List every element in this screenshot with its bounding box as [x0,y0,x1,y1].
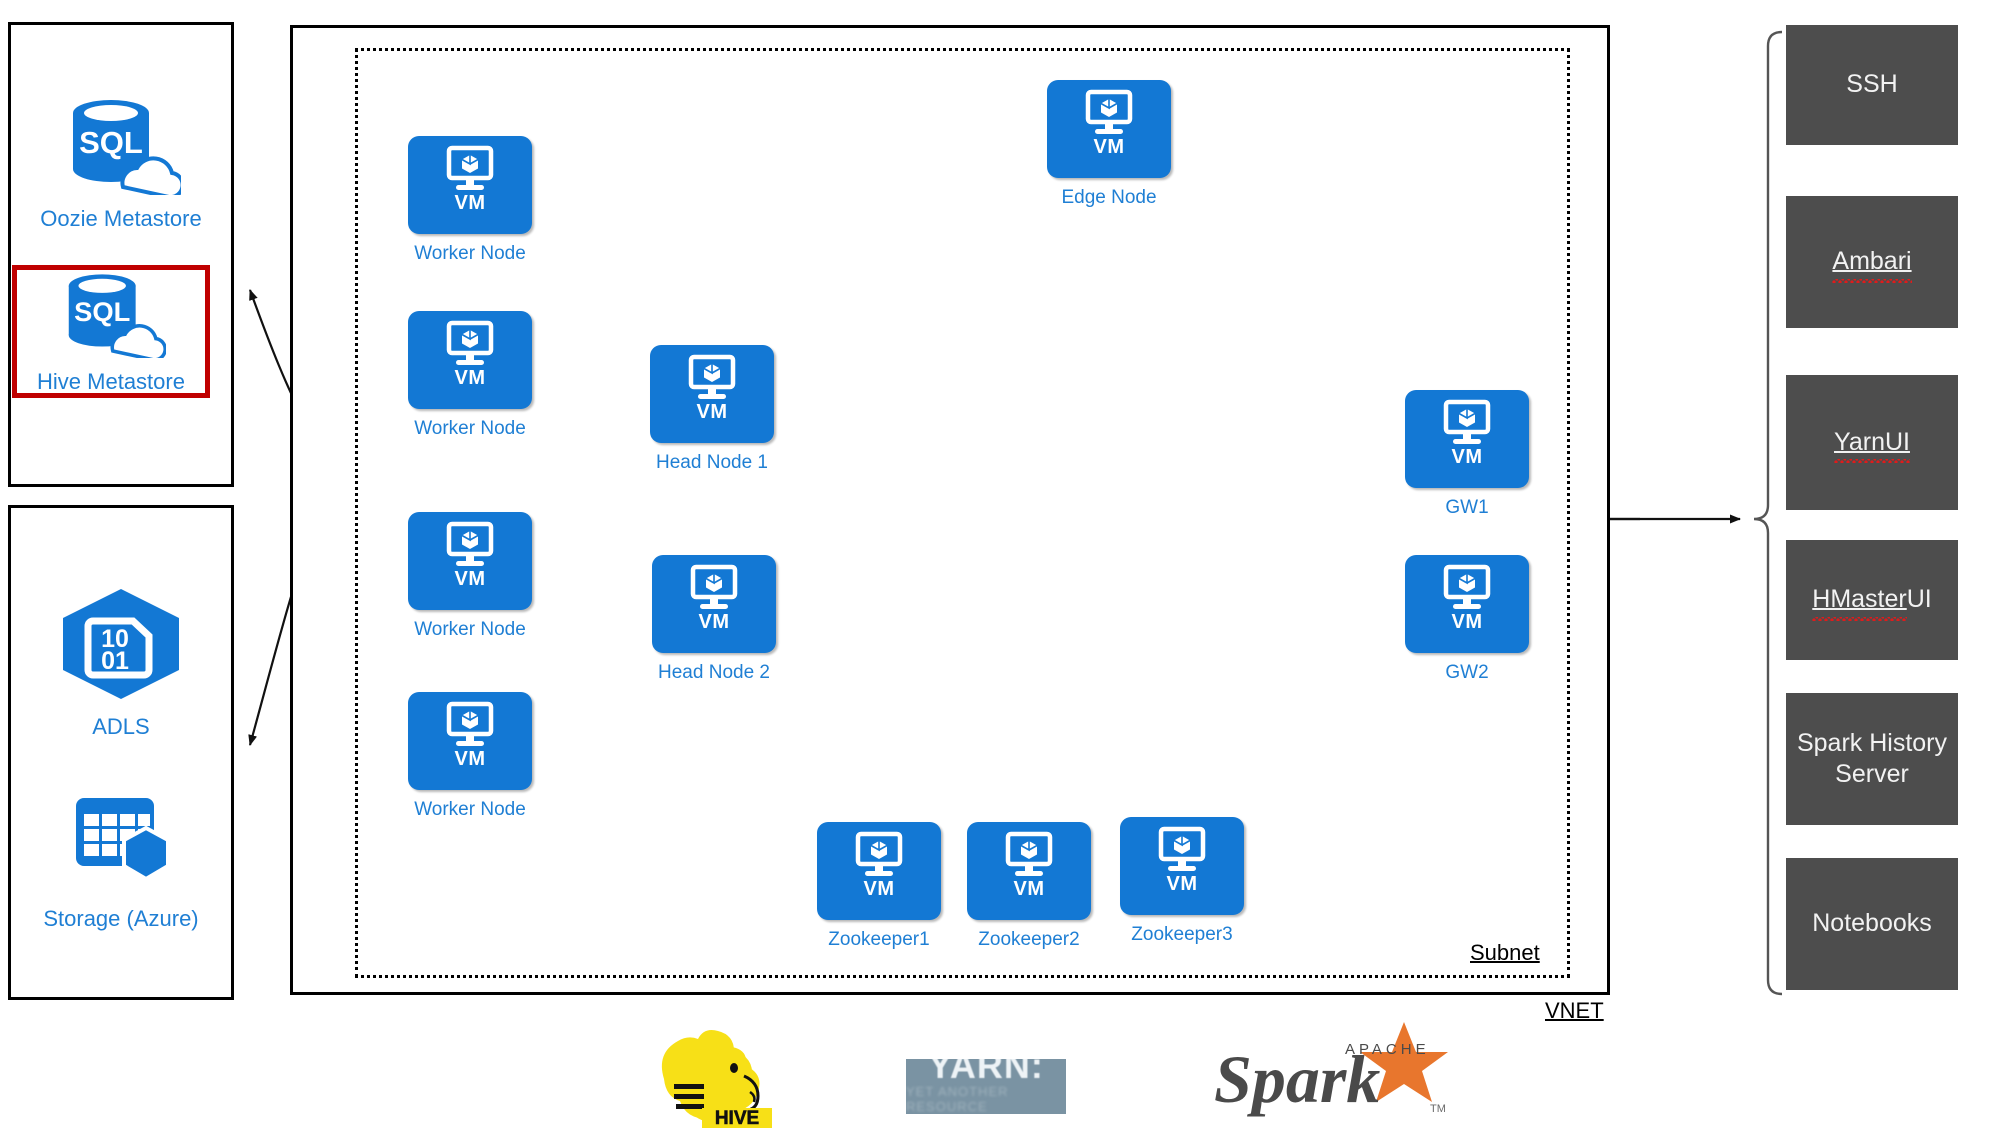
gateway-node-2-label: GW2 [1445,662,1489,683]
subnet-label: Subnet [1470,940,1540,965]
spark-word: Spark [1214,1041,1380,1117]
storage-azure[interactable]: Storage (Azure) [8,790,234,932]
azure-storage-icon [62,790,180,900]
external-service-hmaster-ui-label: HMaster UI [1812,584,1932,621]
worker-node-3[interactable]: VM Worker Node [408,512,532,641]
edge-node-label: Edge Node [1061,187,1157,208]
external-service-notebooks-label: Notebooks [1812,909,1932,938]
head-node-1[interactable]: VM Head Node 1 [650,345,774,474]
hmaster-plain-part: UI [1906,585,1932,614]
zookeeper-node-3[interactable]: VM Zookeeper3 [1120,817,1244,946]
vm-icon: VM [408,692,532,790]
svg-text:SQL: SQL [74,296,130,327]
vm-badge: VM [1451,446,1483,468]
gateway-node-1[interactable]: VM GW1 [1405,390,1529,519]
oozie-metastore[interactable]: SQL Oozie Metastore [8,95,234,232]
yarn-logo-subtext: YET ANOTHER RESOURCE NEGOTIATOR [906,1083,1009,1115]
vnet-label: VNET [1545,998,1604,1023]
sql-database-icon: SQL [61,95,185,200]
external-service-yarnui-label: YarnUI [1834,427,1910,464]
head-node-2-label: Head Node 2 [658,662,770,683]
apache-yarn-logo: YARN: YET ANOTHER RESOURCE NEGOTIATOR [906,1059,1066,1114]
zookeeper-node-1[interactable]: VM Zookeeper1 [817,822,941,951]
worker-node-4[interactable]: VM Worker Node [408,692,532,821]
hive-metastore[interactable]: SQL Hive Metastore [12,270,210,395]
vm-badge: VM [863,878,895,900]
external-service-ssh[interactable]: SSH [1786,25,1958,145]
gateway-node-1-label: GW1 [1445,497,1489,518]
storage-container [8,505,234,1000]
zookeeper-node-3-label: Zookeeper3 [1131,924,1233,945]
vm-icon: VM [1047,80,1171,178]
external-service-spark-history-server-label: Spark History Server [1796,728,1948,788]
adls-label: ADLS [92,714,150,739]
vm-icon: VM [650,345,774,443]
worker-node-1-label: Worker Node [414,243,526,264]
hmaster-error-part: HMaster [1812,584,1908,621]
external-service-ssh-label: SSH [1846,70,1898,99]
svg-text:HIVE: HIVE [715,1108,759,1129]
worker-node-2[interactable]: VM Worker Node [408,311,532,440]
zookeeper-node-2[interactable]: VM Zookeeper2 [967,822,1091,951]
external-service-hmaster-ui[interactable]: HMaster UI [1786,540,1958,660]
adls-hexagon-icon: 10 01 [55,585,187,708]
vm-badge: VM [1451,611,1483,633]
vm-badge: VM [454,568,486,590]
yarn-logo-text: YARN: [928,1059,1044,1086]
vm-icon: VM [408,136,532,234]
head-node-2[interactable]: VM Head Node 2 [652,555,776,684]
vm-badge: VM [454,192,486,214]
oozie-metastore-label: Oozie Metastore [40,206,202,231]
external-service-notebooks[interactable]: Notebooks [1786,858,1958,990]
external-service-spark-history-server[interactable]: Spark History Server [1786,693,1958,825]
external-service-ambari-label: Ambari [1832,246,1912,283]
vm-icon: VM [408,512,532,610]
zookeeper-node-1-label: Zookeeper1 [828,929,930,950]
spark-tm: TM [1430,1103,1446,1115]
vm-badge: VM [1166,873,1198,895]
vm-icon: VM [1120,817,1244,915]
gateway-node-2[interactable]: VM GW2 [1405,555,1529,684]
apache-spark-logo: APACHE Spark TM [1208,1018,1458,1123]
vm-icon: VM [652,555,776,653]
vm-icon: VM [817,822,941,920]
zookeeper-node-2-label: Zookeeper2 [978,929,1080,950]
sql-database-icon: SQL [56,270,167,363]
worker-node-4-label: Worker Node [414,799,526,820]
subnet-boundary [355,48,1570,978]
vm-icon: VM [408,311,532,409]
vm-badge: VM [696,401,728,423]
worker-node-1[interactable]: VM Worker Node [408,136,532,265]
spark-apache-word: APACHE [1345,1041,1430,1058]
metastore-container [8,22,234,487]
external-service-ambari[interactable]: Ambari [1786,196,1958,328]
vm-badge: VM [1093,136,1125,158]
svg-text:SQL: SQL [79,125,143,160]
apache-hive-logo: HIVE [640,1024,800,1129]
storage-azure-label: Storage (Azure) [43,906,199,931]
worker-node-2-label: Worker Node [414,418,526,439]
hive-metastore-label: Hive Metastore [37,369,185,394]
vm-badge: VM [698,611,730,633]
vm-icon: VM [1405,555,1529,653]
svg-text:01: 01 [101,647,129,675]
svg-text:10: 10 [101,625,129,653]
worker-node-3-label: Worker Node [414,619,526,640]
external-service-yarnui[interactable]: YarnUI [1786,375,1958,510]
edge-node[interactable]: VM Edge Node [1047,80,1171,209]
vm-badge: VM [1013,878,1045,900]
adls[interactable]: 10 01 ADLS [8,585,234,740]
vm-icon: VM [1405,390,1529,488]
vm-icon: VM [967,822,1091,920]
head-node-1-label: Head Node 1 [656,452,768,473]
vm-badge: VM [454,748,486,770]
vm-badge: VM [454,367,486,389]
